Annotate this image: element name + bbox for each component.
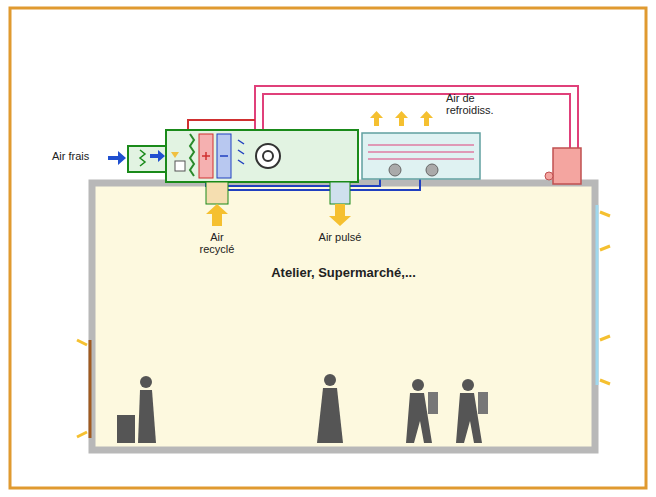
air-label: Air pulsé — [315, 231, 365, 243]
air-label: Air recyclé — [192, 231, 242, 255]
air-label: Air de refroidiss. — [446, 92, 510, 116]
air-label: Air frais — [52, 150, 106, 162]
room-region: Atelier, Supermarché,... — [96, 187, 591, 446]
room-label: Atelier, Supermarché,... — [96, 265, 591, 280]
